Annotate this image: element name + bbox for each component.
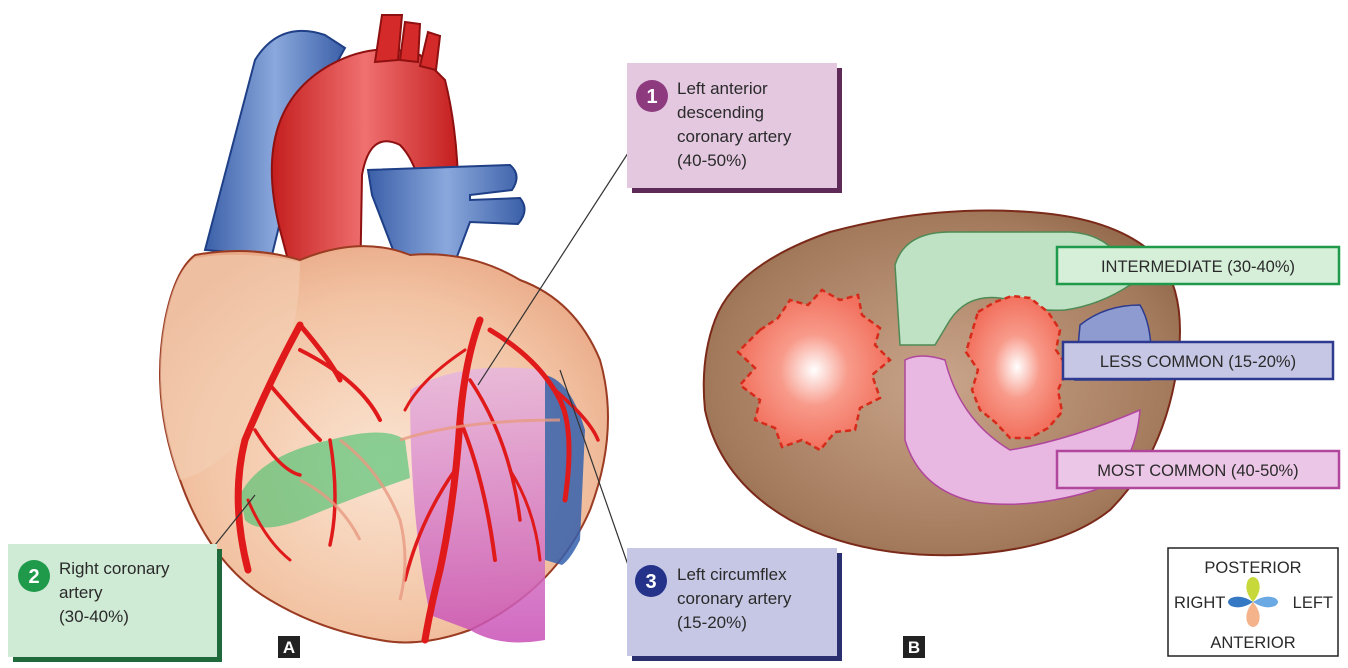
svg-text:coronary artery: coronary artery [677,589,792,608]
svg-text:Left circumflex: Left circumflex [677,565,787,584]
svg-text:(30-40%): (30-40%) [59,607,129,626]
rca-line-2: artery [59,583,103,602]
pulmonary-artery [368,165,525,262]
svg-text:Right coronary: Right coronary [59,559,170,578]
lcx-line-1: Left circumflex [677,565,787,584]
svg-text:artery: artery [59,583,103,602]
most-common-label: MOST COMMON (40-50%) [1057,451,1339,488]
lad-line-3: coronary artery [677,127,792,146]
lcx-line-3: (15-20%) [677,613,747,632]
rca-label-box: 2 Right coronary artery (30-40%) [8,544,222,662]
lcx-number: 3 [645,571,656,593]
rca-line-1: Right coronary [59,559,170,578]
svg-text:(40-50%): (40-50%) [677,151,747,170]
svg-text:LESS COMMON (15-20%): LESS COMMON (15-20%) [1100,353,1296,371]
orientation-left: LEFT [1293,594,1333,612]
orientation-posterior: POSTERIOR [1204,559,1301,577]
aortic-branch-1 [375,15,402,62]
panel-tag-a: A [278,636,300,658]
orientation-right: RIGHT [1174,594,1225,612]
svg-text:Left anterior: Left anterior [677,79,768,98]
lad-number: 1 [646,86,657,108]
lad-line-4: (40-50%) [677,151,747,170]
intermediate-label: INTERMEDIATE (30-40%) [1057,247,1339,284]
lcx-line-2: coronary artery [677,589,792,608]
svg-text:(15-20%): (15-20%) [677,613,747,632]
svg-text:descending: descending [677,103,764,122]
aortic-branch-3 [420,32,440,70]
svg-text:B: B [908,638,920,657]
orientation-key: POSTERIOR RIGHT LEFT ANTERIOR [1168,548,1338,656]
lcx-label-box: 3 Left circumflex coronary artery (15-20… [627,548,842,661]
panel-tag-b: B [903,636,925,658]
aortic-branch-2 [400,22,420,62]
rca-line-3: (30-40%) [59,607,129,626]
svg-text:A: A [283,638,295,657]
less-common-label: LESS COMMON (15-20%) [1063,342,1333,379]
orientation-anterior: ANTERIOR [1210,634,1295,652]
lad-line-1: Left anterior [677,79,768,98]
svg-text:INTERMEDIATE (30-40%): INTERMEDIATE (30-40%) [1101,258,1295,276]
lad-label-box: 1 Left anterior descending coronary arte… [627,63,842,193]
svg-text:MOST COMMON (40-50%): MOST COMMON (40-50%) [1097,462,1298,480]
heart-illustration [160,15,608,642]
lad-line-2: descending [677,103,764,122]
rca-number: 2 [28,566,39,588]
svg-text:coronary artery: coronary artery [677,127,792,146]
